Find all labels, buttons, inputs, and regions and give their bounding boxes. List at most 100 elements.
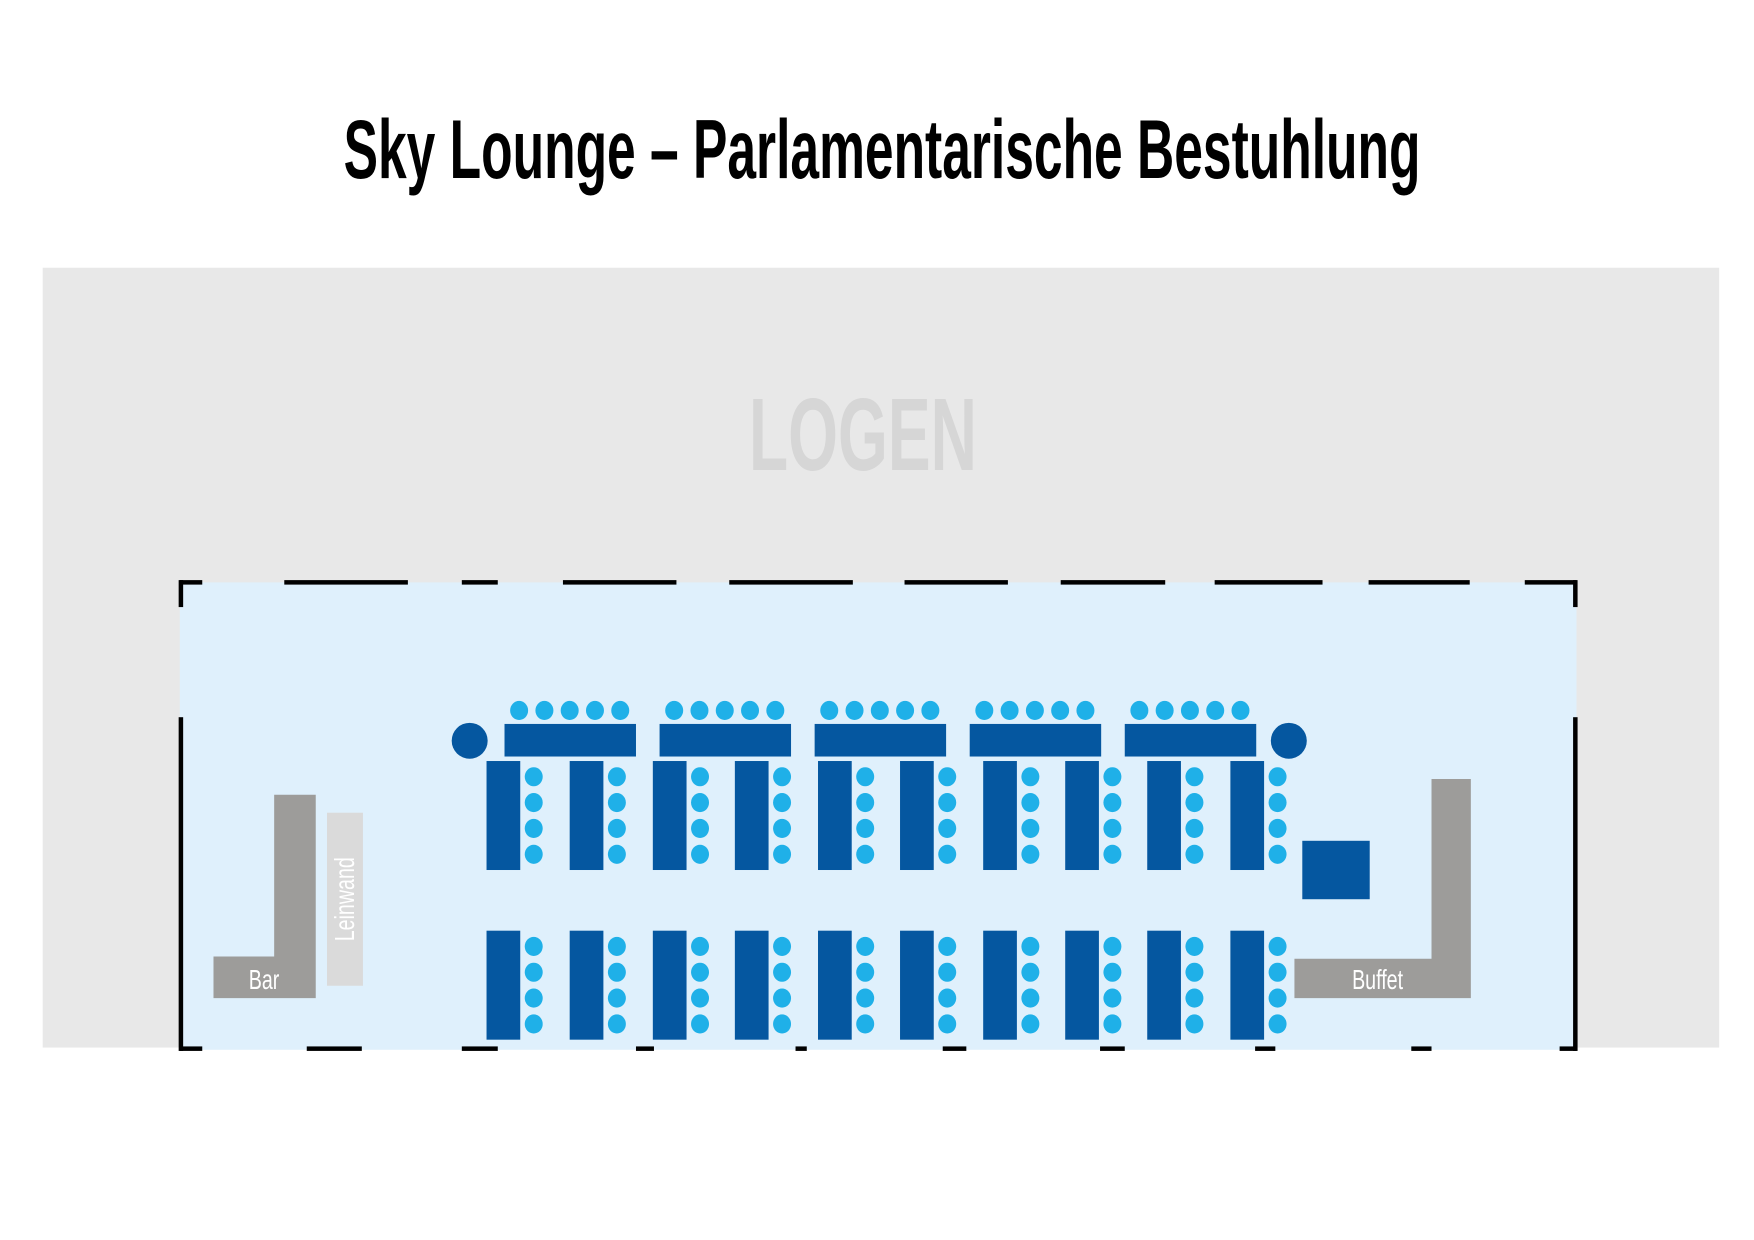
- chair: [938, 767, 957, 787]
- chair: [1206, 700, 1225, 721]
- chair: [1103, 844, 1122, 864]
- wall-segment: [179, 580, 203, 585]
- side-table: [1302, 840, 1370, 900]
- table: [983, 761, 1017, 871]
- room-walls: [178, 580, 1578, 1051]
- round-table-right: [1270, 722, 1307, 759]
- chair: [535, 700, 554, 721]
- seating: [486, 700, 1287, 1040]
- bar-counter: [213, 794, 316, 999]
- chair: [1051, 700, 1070, 721]
- wall-segment: [178, 580, 184, 608]
- chair: [773, 793, 792, 813]
- chair: [773, 818, 792, 838]
- chair: [607, 936, 626, 956]
- chair: [1155, 700, 1174, 721]
- chair: [820, 700, 839, 721]
- chair: [1103, 962, 1122, 982]
- chair: [524, 844, 543, 864]
- wall-segment: [1060, 580, 1166, 585]
- chair: [856, 962, 875, 982]
- buffet-counter: [1294, 778, 1471, 999]
- chair: [1021, 793, 1040, 813]
- wall-segment: [795, 1046, 807, 1051]
- chair: [773, 988, 792, 1008]
- chair: [691, 793, 710, 813]
- chair: [1185, 767, 1204, 787]
- table: [486, 930, 521, 1040]
- logen-label: LOGEN: [749, 377, 977, 492]
- table: [652, 761, 687, 871]
- chair: [1021, 1014, 1040, 1034]
- chair: [607, 962, 626, 982]
- wall-segment: [1411, 1046, 1432, 1051]
- table: [818, 930, 852, 1040]
- screen-label: Leinwand: [330, 857, 361, 941]
- wall-segment: [179, 1046, 203, 1051]
- wall-segment: [729, 580, 853, 585]
- chair: [856, 818, 875, 838]
- table: [818, 761, 852, 871]
- wall-segment: [1100, 1046, 1125, 1051]
- chair: [1025, 700, 1044, 721]
- chair: [691, 988, 710, 1008]
- wall-segment: [904, 580, 1008, 585]
- chair: [1000, 700, 1019, 721]
- table: [569, 761, 604, 871]
- chair: [1268, 936, 1287, 956]
- chair: [1231, 700, 1250, 721]
- buffet-label: Buffet: [1352, 965, 1403, 996]
- wall-segment: [1573, 580, 1578, 608]
- chair: [1021, 936, 1040, 956]
- wall-segment: [1573, 717, 1578, 1051]
- chair: [1185, 936, 1204, 956]
- chair: [773, 1014, 792, 1034]
- chair: [611, 700, 630, 721]
- chair: [524, 767, 543, 787]
- chair: [1268, 988, 1287, 1008]
- chair: [1180, 700, 1199, 721]
- table: [734, 761, 769, 871]
- screen: [326, 812, 363, 986]
- chair: [1268, 767, 1287, 787]
- chair: [938, 844, 957, 864]
- chair: [896, 700, 915, 721]
- chair: [1185, 793, 1204, 813]
- chair: [766, 700, 785, 721]
- chair: [741, 700, 760, 721]
- chair: [524, 1014, 543, 1034]
- head-table: [969, 723, 1102, 757]
- chair: [691, 1014, 710, 1034]
- table: [1065, 761, 1099, 871]
- chair: [560, 700, 579, 721]
- chair: [773, 844, 792, 864]
- chair: [1268, 793, 1287, 813]
- chair: [524, 793, 543, 813]
- page-title: Sky Lounge – Parlamentarische Bestuhlung: [344, 102, 1421, 196]
- chair: [921, 700, 940, 721]
- table: [900, 930, 934, 1040]
- chair: [1130, 700, 1149, 721]
- chair: [856, 767, 875, 787]
- wall-segment: [461, 1046, 498, 1051]
- chair: [691, 936, 710, 956]
- chair: [691, 962, 710, 982]
- head-table: [1124, 723, 1257, 757]
- wall-segment: [562, 580, 677, 585]
- chair: [1021, 767, 1040, 787]
- wall-segment: [461, 580, 498, 585]
- chair: [773, 767, 792, 787]
- head-table: [504, 723, 636, 757]
- table: [652, 930, 687, 1040]
- chair: [856, 988, 875, 1008]
- chair: [524, 818, 543, 838]
- chair: [938, 818, 957, 838]
- chair: [1185, 988, 1204, 1008]
- chair: [856, 844, 875, 864]
- table: [1230, 761, 1265, 871]
- chair: [1268, 844, 1287, 864]
- chair: [856, 1014, 875, 1034]
- chair: [1268, 962, 1287, 982]
- round-table-left: [451, 722, 488, 759]
- wall-segment: [1255, 1046, 1276, 1051]
